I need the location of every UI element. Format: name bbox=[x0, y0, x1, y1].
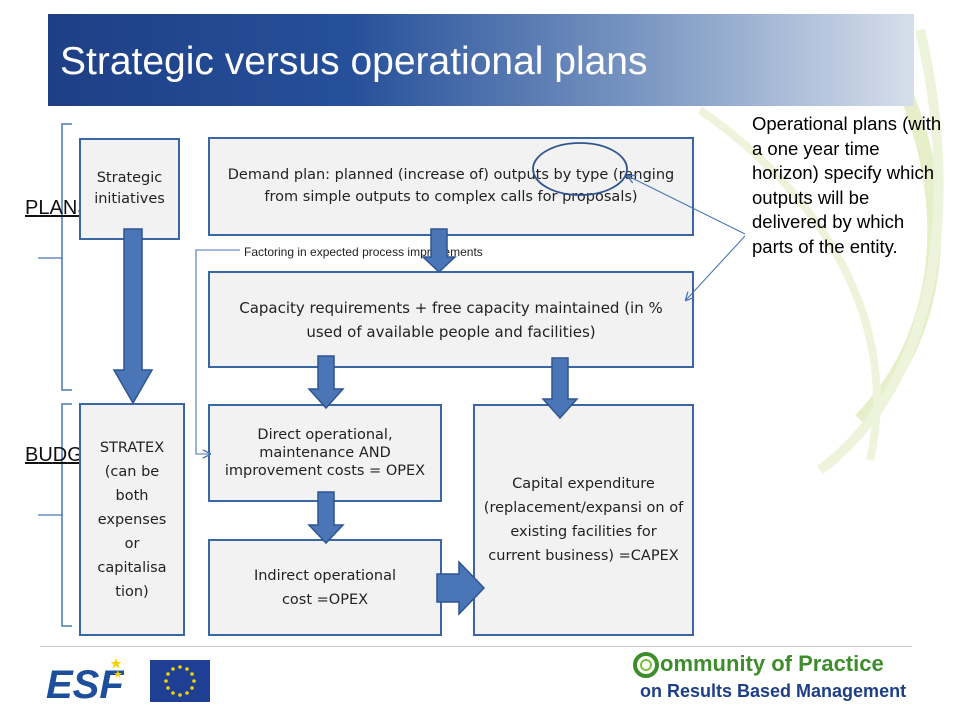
page-title: Strategic versus operational plans bbox=[60, 40, 648, 83]
capex-box: Capital expenditure (replacement/expansi… bbox=[473, 404, 694, 636]
operational-plans-note: Operational plans (with a one year time … bbox=[752, 113, 942, 257]
eu-flag-icon bbox=[150, 660, 210, 702]
side-brackets bbox=[38, 123, 72, 627]
capacity-text: Capacity requirements + free capacity ma… bbox=[239, 298, 663, 341]
process-improvement-note: Factoring in expected process improvemen… bbox=[244, 245, 483, 259]
cop-logo-swirl-icon bbox=[633, 652, 659, 678]
plans-label: PLANS bbox=[25, 197, 91, 219]
cop-logo-line1: ommunity of Practice bbox=[660, 651, 884, 676]
title-bar bbox=[48, 14, 914, 106]
footer-divider bbox=[40, 646, 912, 647]
strategic-initiatives-box: Strategic initiatives bbox=[79, 138, 180, 240]
indirect-opex-box: Indirect operational cost =OPEX bbox=[208, 539, 442, 636]
indirect-opex-text: Indirect operational cost =OPEX bbox=[253, 567, 397, 608]
esf-logo: ESF bbox=[46, 658, 124, 702]
capex-text: Capital expenditure (replacement/expansi… bbox=[483, 476, 684, 564]
capacity-box: Capacity requirements + free capacity ma… bbox=[208, 271, 694, 368]
strategic-initiatives-text: Strategic initiatives bbox=[94, 170, 165, 207]
direct-opex-text: Direct operational, maintenance AND impr… bbox=[224, 427, 426, 479]
demand-plan-text: Demand plan: planned (increase of) outpu… bbox=[227, 167, 675, 205]
direct-opex-box: Direct operational, maintenance AND impr… bbox=[208, 404, 442, 502]
demand-plan-box: Demand plan: planned (increase of) outpu… bbox=[208, 137, 694, 236]
budget-label: BUDGET bbox=[25, 444, 108, 466]
cop-logo-line2: on Results Based Management bbox=[640, 681, 907, 701]
stratex-box: STRATEX (can be both expenses or capital… bbox=[79, 403, 185, 636]
esf-logo-text: ESF bbox=[46, 663, 124, 702]
stratex-text: STRATEX (can be both expenses or capital… bbox=[97, 439, 167, 600]
